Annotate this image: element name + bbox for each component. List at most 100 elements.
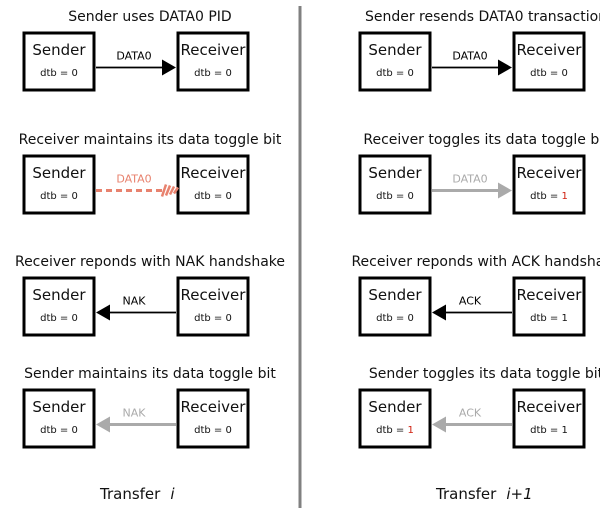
sender-label: Sender [32,286,86,304]
arrowhead [432,304,446,321]
receiver-label: Receiver [517,398,583,416]
receiver-dtb-prefix: dtb = [194,313,225,324]
message-label: ACK [459,407,482,420]
sender-label: Sender [368,41,422,59]
sender-box [358,276,432,337]
receiver-dtb: dtb = 1 [530,425,568,436]
step-title: Receiver reponds with ACK handshake [351,254,600,270]
sender-label: Sender [32,398,86,416]
receiver-dtb-value: 1 [561,191,567,202]
arrowhead-hatch [172,186,180,195]
message-label: ACK [459,295,482,308]
receiver-box [512,388,586,449]
sender-label: Sender [368,164,422,182]
step-3: Receiver reponds with NAK handshakeSende… [15,254,285,337]
receiver-box [176,388,250,449]
receiver-dtb-prefix: dtb = [530,191,561,202]
sender-box [358,154,432,215]
sender-label: Sender [368,286,422,304]
sender-dtb: dtb = 0 [40,68,78,79]
sender-dtb-prefix: dtb = [40,425,71,436]
sender-label: Sender [368,398,422,416]
message-arrow: NAK [96,407,176,433]
step-3: Receiver reponds with ACK handshakeSende… [351,254,600,337]
message-arrow: DATA0 [432,173,512,199]
sender-dtb-value: 0 [407,68,413,79]
step-title: Sender toggles its data toggle bit [369,366,600,382]
sender-box [22,388,96,449]
sender-dtb: dtb = 0 [376,68,414,79]
sender-box [22,276,96,337]
receiver-label: Receiver [181,41,247,59]
sender-box [22,154,96,215]
sender-dtb-value: 0 [407,313,413,324]
sender-box [358,388,432,449]
receiver-dtb-prefix: dtb = [194,68,225,79]
arrowhead [96,416,110,433]
arrowhead [432,416,446,433]
step-2: Receiver maintains its data toggle bitSe… [19,132,282,215]
step-title: Sender uses DATA0 PID [68,9,231,25]
receiver-dtb: dtb = 0 [194,68,232,79]
receiver-dtb: dtb = 0 [530,68,568,79]
sender-dtb-value: 0 [71,425,77,436]
sender-dtb: dtb = 0 [40,425,78,436]
arrowhead-hatch [168,185,176,196]
sender-dtb-prefix: dtb = [40,313,71,324]
message-arrow: DATA0 [432,50,512,76]
arrowhead-hatch [160,184,168,197]
receiver-dtb-value: 0 [225,313,231,324]
step-title: Sender resends DATA0 transaction [365,9,600,25]
message-arrow: ACK [432,407,512,433]
receiver-dtb-prefix: dtb = [194,425,225,436]
receiver-label: Receiver [181,286,247,304]
receiver-box [176,31,250,92]
sender-label: Sender [32,164,86,182]
sender-dtb-value: 0 [71,191,77,202]
receiver-label: Receiver [517,286,583,304]
message-label: DATA0 [116,173,151,186]
step-2: Receiver toggles its data toggle bitSend… [358,132,600,215]
sender-dtb-prefix: dtb = [376,68,407,79]
receiver-dtb-prefix: dtb = [194,191,225,202]
receiver-dtb-value: 1 [561,425,567,436]
sender-dtb-prefix: dtb = [40,68,71,79]
step-title: Sender maintains its data toggle bit [24,366,276,382]
step-title: Receiver maintains its data toggle bit [19,132,282,148]
receiver-box [512,31,586,92]
receiver-dtb-prefix: dtb = [530,425,561,436]
receiver-dtb: dtb = 0 [194,425,232,436]
sender-dtb: dtb = 0 [40,313,78,324]
sender-dtb-value: 0 [71,68,77,79]
receiver-box [176,276,250,337]
step-title: Receiver toggles its data toggle bit [363,132,600,148]
receiver-label: Receiver [517,164,583,182]
sender-dtb: dtb = 0 [376,313,414,324]
receiver-box [176,154,250,215]
arrowhead-hatch [164,185,172,196]
message-label: DATA0 [452,50,487,63]
message-label: DATA0 [452,173,487,186]
receiver-dtb-value: 0 [225,425,231,436]
receiver-dtb-value: 0 [225,191,231,202]
receiver-dtb: dtb = 0 [194,191,232,202]
receiver-dtb-value: 0 [561,68,567,79]
sender-dtb-prefix: dtb = [40,191,71,202]
message-label: DATA0 [116,50,151,63]
message-arrow: DATA0 [96,173,180,197]
step-4: Sender maintains its data toggle bitSend… [22,366,276,449]
sender-dtb: dtb = 0 [376,191,414,202]
arrowhead [498,182,512,199]
sender-box [22,31,96,92]
sender-dtb-prefix: dtb = [376,313,407,324]
transfer-label: Transfer [435,485,497,503]
receiver-label: Receiver [517,41,583,59]
receiver-label: Receiver [181,398,247,416]
sender-dtb-prefix: dtb = [376,425,407,436]
